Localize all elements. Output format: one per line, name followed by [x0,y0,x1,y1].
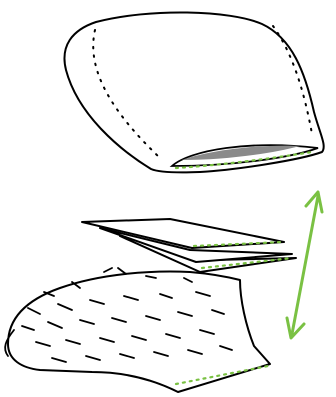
insert-arrow [287,192,322,338]
cushion-cover [64,12,323,172]
insert-layer-top [82,219,284,248]
arrow-head-top [306,192,322,212]
insert-layers [82,219,296,272]
arrow-shaft [292,196,318,334]
filling [5,268,270,392]
